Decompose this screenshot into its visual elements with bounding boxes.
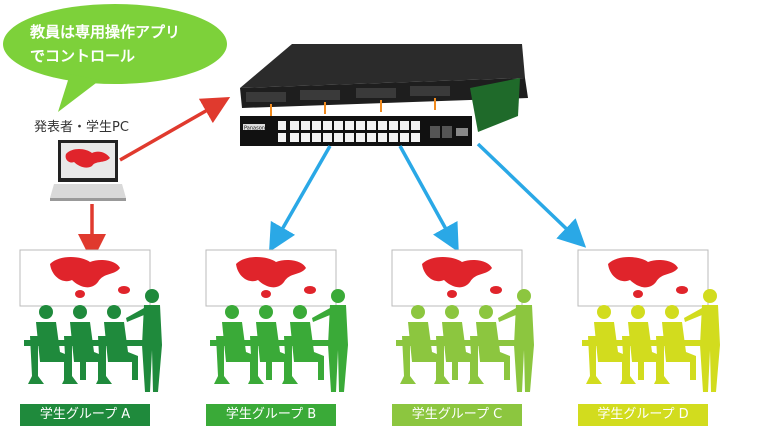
- student-group-d: [577, 249, 720, 426]
- table-leg: [638, 346, 644, 380]
- student-silhouette: [62, 305, 104, 384]
- arrow-switch-to-group-d: [476, 142, 587, 248]
- student-silhouette: [28, 305, 70, 384]
- port: [356, 121, 365, 130]
- port: [323, 121, 332, 130]
- student-group-c: [391, 249, 534, 426]
- port: [323, 133, 332, 142]
- bubble-line-2: でコントロール: [30, 47, 136, 65]
- group-label-bar: [578, 404, 708, 426]
- world-map-icon: [447, 290, 457, 298]
- port: [400, 121, 409, 130]
- port: [312, 121, 321, 130]
- student-silhouette: [214, 305, 256, 384]
- student-silhouette: [586, 305, 628, 384]
- port: [378, 121, 387, 130]
- world-map-icon: [65, 149, 110, 168]
- port: [378, 133, 387, 142]
- port: [411, 121, 420, 130]
- world-map-icon: [633, 290, 643, 298]
- group-label-bar: [392, 404, 522, 426]
- port: [301, 133, 310, 142]
- table-leg: [452, 346, 458, 380]
- world-map-icon: [50, 257, 120, 288]
- presenter-silhouette: [498, 289, 534, 392]
- network-switch: Panasonic: [240, 44, 528, 146]
- world-map-icon: [608, 257, 678, 288]
- world-map-icon: [676, 286, 688, 294]
- student-silhouette: [468, 305, 510, 384]
- presenter-pc-label: 発表者・学生PC: [34, 120, 129, 135]
- bubble-text: 教員は専用操作アプリ でコントロール: [30, 20, 230, 68]
- port: [312, 133, 321, 142]
- switch-ports: [278, 121, 420, 142]
- student-silhouette: [654, 305, 696, 384]
- port: [367, 133, 376, 142]
- world-map-icon: [118, 286, 130, 294]
- world-map-icon: [236, 257, 306, 288]
- port: [301, 121, 310, 130]
- presenter-laptop: [50, 140, 126, 201]
- table-leg: [80, 346, 86, 380]
- world-map-icon: [304, 286, 316, 294]
- presenter-silhouette: [684, 289, 720, 392]
- student-silhouette: [620, 305, 662, 384]
- group-label-a: 学生グループ A: [39, 407, 131, 422]
- port: [389, 121, 398, 130]
- port: [356, 133, 365, 142]
- student-silhouette: [282, 305, 324, 384]
- port: [278, 121, 286, 130]
- world-map-icon: [261, 290, 271, 298]
- switch-brand: Panasonic: [244, 126, 269, 132]
- student-group-b: [205, 249, 348, 426]
- group-label-d: 学生グループ D: [597, 407, 689, 422]
- student-silhouette: [248, 305, 290, 384]
- presenter-silhouette: [126, 289, 162, 392]
- presenter-silhouette: [312, 289, 348, 392]
- port: [345, 133, 354, 142]
- group-label-b: 学生グループ B: [225, 407, 317, 422]
- port: [411, 133, 420, 142]
- group-label-c: 学生グループ C: [411, 407, 503, 422]
- world-map-icon: [490, 286, 502, 294]
- port: [334, 121, 343, 130]
- port: [290, 133, 299, 142]
- arrow-switch-to-group-b: [269, 145, 332, 253]
- speech-bubble: [3, 4, 227, 112]
- world-map-icon: [422, 257, 492, 288]
- student-silhouette: [434, 305, 476, 384]
- world-map-icon: [75, 290, 85, 298]
- group-label-bar: [20, 404, 150, 426]
- arrow-switch-to-group-c: [398, 145, 459, 253]
- port: [278, 133, 286, 142]
- student-silhouette: [96, 305, 138, 384]
- bubble-line-1: 教員は専用操作アプリ: [30, 23, 181, 41]
- arrow-laptop-to-switch: [119, 97, 231, 162]
- port: [345, 121, 354, 130]
- student-group-a: [19, 249, 162, 426]
- port: [367, 121, 376, 130]
- port: [389, 133, 398, 142]
- port: [334, 133, 343, 142]
- port: [290, 121, 299, 130]
- group-label-bar: [206, 404, 336, 426]
- student-silhouette: [400, 305, 442, 384]
- port: [400, 133, 409, 142]
- table-leg: [266, 346, 272, 380]
